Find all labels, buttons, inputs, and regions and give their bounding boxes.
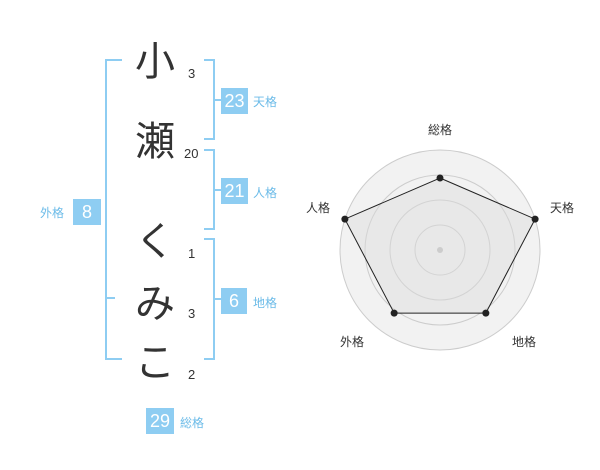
- chikaku-bracket-tick: [215, 298, 221, 300]
- stroke-count-5: 2: [188, 367, 196, 382]
- radar-ring-2: [389, 199, 491, 301]
- axis-label-tenkaku: 天格: [550, 200, 574, 215]
- radar-value-polygon: [344, 177, 536, 314]
- name-char-2: 瀬: [135, 119, 175, 165]
- stroke-count-4: 3: [188, 306, 196, 321]
- axis-label-jinkaku: 人格: [306, 200, 330, 215]
- jinkaku-badge: 21: [221, 178, 248, 204]
- radar-ring-1: [414, 224, 466, 276]
- jinkaku-bracket: [204, 149, 215, 230]
- gaikaku-badge: 8: [73, 199, 101, 225]
- radar-point-4: [341, 215, 349, 223]
- radar-point-3: [390, 309, 398, 317]
- name-char-3: く: [135, 219, 175, 265]
- chikaku-badge: 6: [221, 288, 247, 314]
- radar-points: [341, 174, 539, 317]
- tenkaku-label: 天格: [253, 95, 278, 109]
- radar-point-2: [482, 309, 490, 317]
- gaikaku-label: 外格: [40, 206, 65, 220]
- jinkaku-label: 人格: [253, 186, 278, 200]
- axis-label-gaikaku: 外格: [340, 334, 364, 349]
- soukaku-label: 総格: [180, 416, 205, 430]
- soukaku-badge: 29: [146, 408, 174, 434]
- tenkaku-bracket-tick: [215, 99, 221, 101]
- stroke-count-3: 1: [188, 246, 196, 261]
- name-char-4: み: [135, 281, 175, 327]
- tenkaku-bracket: [204, 59, 215, 140]
- name-char-1: 小: [135, 39, 175, 85]
- radar-point-1: [531, 215, 539, 223]
- stroke-count-2: 20: [184, 146, 199, 161]
- radar-point-0: [436, 174, 444, 182]
- gaikaku-bracket: [105, 59, 122, 360]
- jinkaku-bracket-tick: [215, 189, 221, 191]
- axis-label-soukaku: 総格: [428, 122, 452, 137]
- chikaku-bracket: [204, 238, 215, 360]
- stroke-count-1: 3: [188, 66, 196, 81]
- chikaku-label: 地格: [253, 296, 278, 310]
- tenkaku-badge: 23: [221, 88, 248, 114]
- axis-label-chikaku: 地格: [512, 334, 536, 349]
- radar-center-dot: [437, 247, 443, 253]
- gaikaku-bracket-mid-tick: [105, 297, 115, 299]
- name-char-5: こ: [135, 340, 175, 386]
